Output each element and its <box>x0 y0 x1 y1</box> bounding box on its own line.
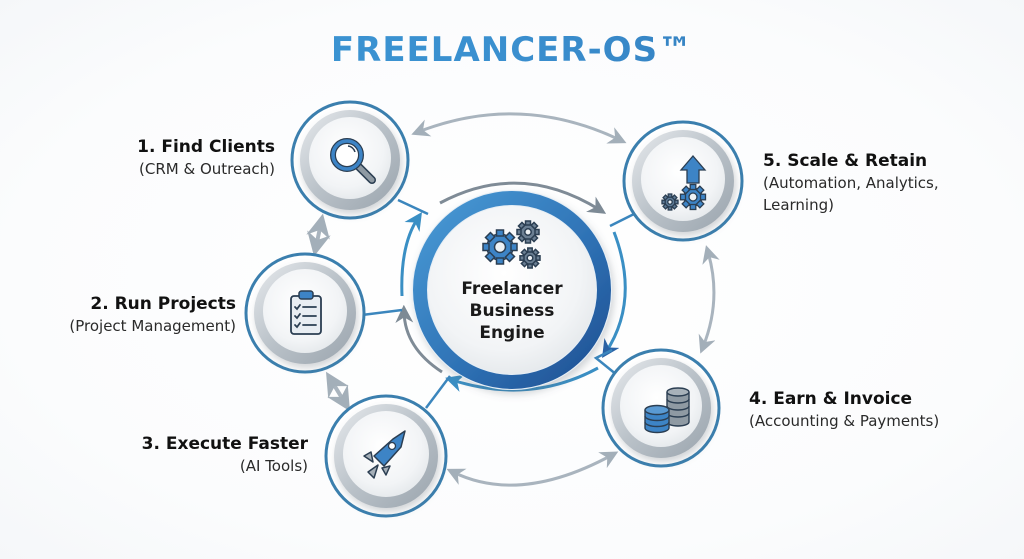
connector-node1 <box>397 198 429 216</box>
node-title: 1. Find Clients <box>137 137 275 157</box>
node-label-execute-faster: 3. Execute Faster (AI Tools) <box>142 433 308 477</box>
node-find-clients <box>290 100 410 220</box>
center-label-line3: Engine <box>479 323 545 343</box>
outer-connector-arrows <box>306 112 720 487</box>
connector-node4 <box>593 348 618 376</box>
arrow-node1-node5 <box>411 112 627 144</box>
diagram-title: FREELANCER-OS™ <box>0 30 1024 70</box>
node-subtitle-line2: Learning) <box>763 196 834 214</box>
arc-bottom <box>445 366 599 392</box>
node-subtitle: (AI Tools) <box>239 457 308 475</box>
arc-right <box>602 231 627 359</box>
inner-cycle-arrows <box>395 181 627 392</box>
arrow-node4-node3 <box>446 451 619 487</box>
rocket-icon <box>363 430 406 479</box>
coin-stacks-icon <box>644 387 690 434</box>
node-subtitle: (Accounting & Payments) <box>749 412 940 430</box>
node-earn-invoice <box>601 348 721 468</box>
connector-node5 <box>609 212 635 228</box>
arc-top <box>439 181 607 214</box>
node-title: 3. Execute Faster <box>141 434 308 454</box>
center-engine-label: Freelancer Business Engine <box>437 278 587 344</box>
center-label-line1: Freelancer <box>461 279 563 299</box>
node-scale-retain <box>622 120 744 242</box>
gears-icon <box>482 220 541 269</box>
node-execute-faster <box>324 394 448 518</box>
node-run-projects <box>244 252 366 374</box>
arrow-node2-node3 <box>326 371 350 412</box>
node-connector-lines <box>361 198 635 409</box>
node-title: 5. Scale & Retain <box>763 151 928 171</box>
clipboard-checklist-icon <box>290 290 322 335</box>
connector-node3 <box>425 375 451 409</box>
arrow-node5-node4 <box>698 245 720 354</box>
center-engine <box>412 190 612 390</box>
node-title: 4. Earn & Invoice <box>749 389 913 409</box>
connector-node2 <box>361 308 403 317</box>
arrow-node1-node2 <box>306 213 331 257</box>
gears-arrow-up-icon <box>661 155 707 211</box>
node-label-run-projects: 2. Run Projects (Project Management) <box>69 293 236 337</box>
node-subtitle: (CRM & Outreach) <box>139 160 275 178</box>
arc-left-upper <box>400 212 422 297</box>
node-label-scale-retain: 5. Scale & Retain (Automation, Analytics… <box>763 150 939 216</box>
node-subtitle: (Project Management) <box>69 317 236 335</box>
node-label-earn-invoice: 4. Earn & Invoice (Accounting & Payments… <box>749 388 939 432</box>
node-label-find-clients: 1. Find Clients (CRM & Outreach) <box>137 136 275 180</box>
node-title: 2. Run Projects <box>90 294 236 314</box>
center-label-line2: Business <box>469 301 555 321</box>
arc-left-lower <box>395 304 443 374</box>
magnifying-glass-icon <box>330 138 376 184</box>
node-subtitle-line1: (Automation, Analytics, <box>763 174 939 192</box>
